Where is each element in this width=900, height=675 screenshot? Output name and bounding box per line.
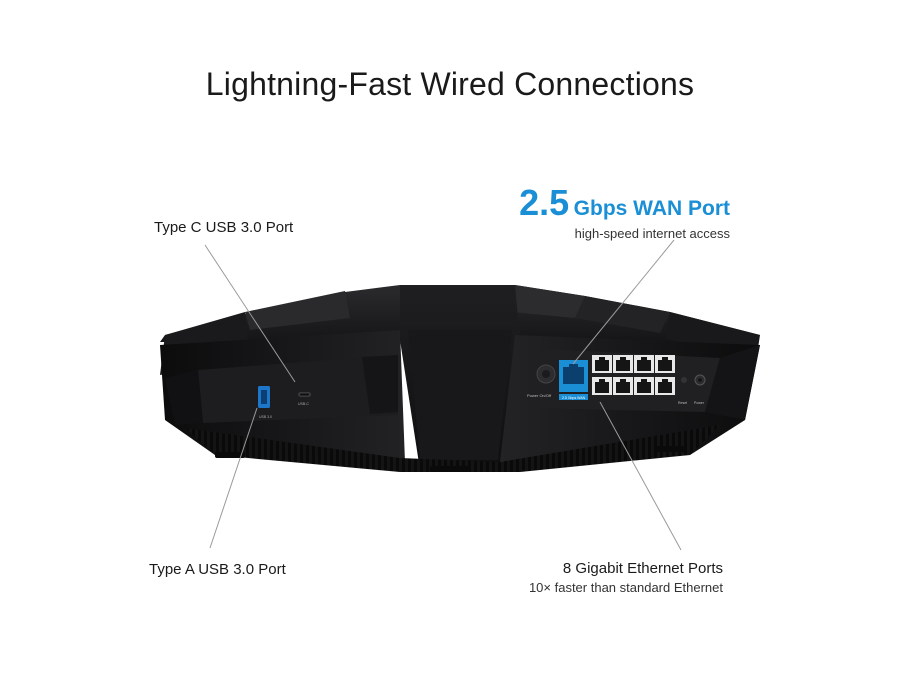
reset-label: Reset bbox=[678, 401, 687, 405]
router-center-spine bbox=[400, 285, 520, 470]
callout-wan-port: 2.5 Gbps WAN Port high-speed internet ac… bbox=[519, 182, 730, 241]
page-title: Lightning-Fast Wired Connections bbox=[205, 66, 695, 102]
callout-lines bbox=[204, 239, 682, 551]
wan-port-label: 2.5 Gbps WAN bbox=[562, 396, 586, 400]
power-jack-label: Power bbox=[694, 401, 705, 405]
wan-speed-value: 2.5 bbox=[519, 182, 570, 223]
power-button-label: Power On/Off bbox=[527, 393, 552, 398]
callout-line-type-c bbox=[204, 244, 296, 383]
usb-a-label: USB 3.0 bbox=[259, 415, 272, 419]
callout-line-wan bbox=[572, 239, 675, 365]
wan-port-title: 2.5 Gbps WAN Port bbox=[519, 182, 730, 224]
callout-line-ethernet bbox=[599, 401, 682, 551]
callout-line-type-a bbox=[209, 407, 258, 549]
router-foot bbox=[215, 452, 245, 458]
callout-ethernet-ports: 8 Gigabit Ethernet Ports 10× faster than… bbox=[529, 560, 723, 595]
usb-c-label: USB-C bbox=[298, 402, 309, 406]
callout-type-c-usb: Type C USB 3.0 Port bbox=[154, 219, 294, 236]
router-base-vents bbox=[185, 425, 720, 472]
router-foot bbox=[430, 466, 470, 472]
wan-port-subtitle: high-speed internet access bbox=[574, 226, 730, 241]
router-foot bbox=[655, 446, 685, 452]
ethernet-ports-subtitle: 10× faster than standard Ethernet bbox=[528, 580, 723, 595]
router-left-panel: USB 3.0 USB-C bbox=[160, 330, 405, 462]
ethernet-ports-title: 8 Gigabit Ethernet Ports bbox=[562, 560, 723, 577]
reset-button[interactable] bbox=[681, 377, 687, 383]
wan-speed-unit: Gbps WAN Port bbox=[573, 197, 730, 220]
callout-type-a-usb: Type A USB 3.0 Port bbox=[149, 561, 286, 578]
